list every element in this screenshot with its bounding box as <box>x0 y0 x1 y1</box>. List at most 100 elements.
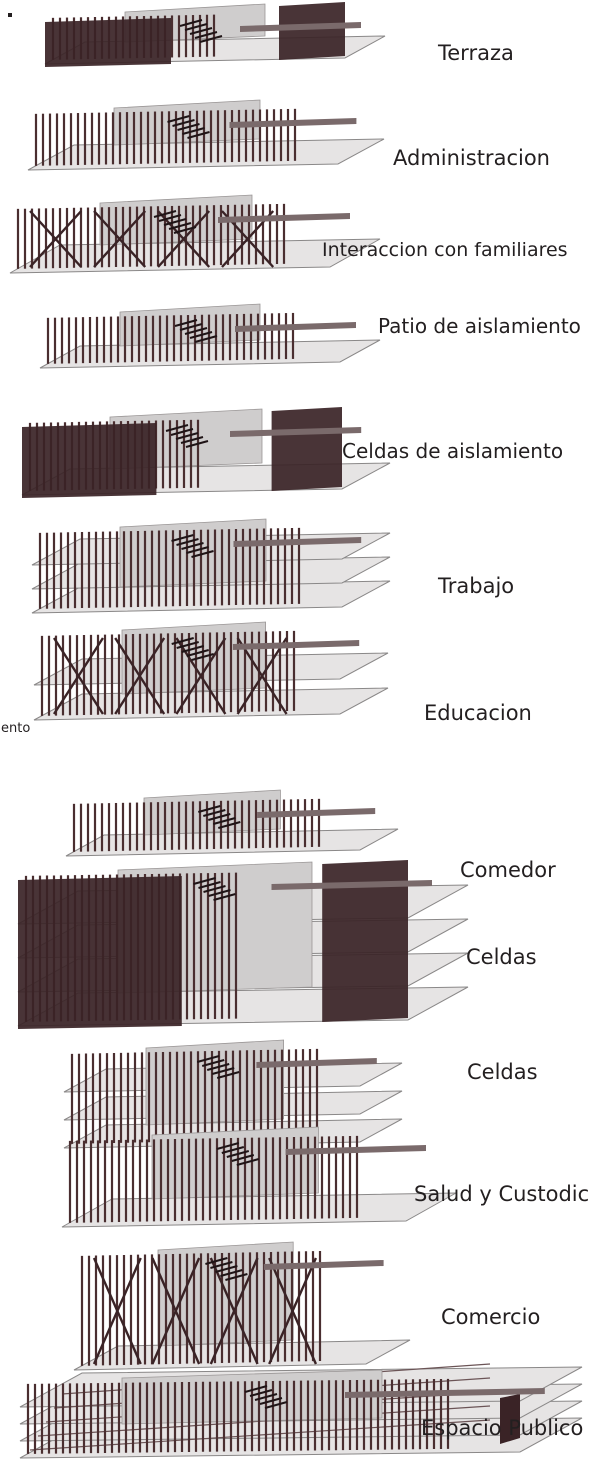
stair-flight <box>168 222 192 230</box>
stair-flight <box>184 327 208 335</box>
walkway <box>218 213 350 223</box>
floor-block-comercio <box>73 1241 411 1371</box>
stair-flight <box>201 1059 225 1067</box>
stair-flight <box>244 1385 268 1393</box>
diagonal-brace <box>236 637 288 715</box>
stair-flight <box>153 210 177 218</box>
stair-flight <box>170 428 194 436</box>
floor-label-comedor: Comedor <box>460 858 556 882</box>
back-panel <box>119 303 261 347</box>
stair-flight <box>175 432 199 440</box>
walkway <box>240 22 361 32</box>
stair-flight <box>191 653 214 661</box>
stair-flight <box>203 809 226 817</box>
diagonal-brace <box>114 637 166 715</box>
floor-block-celdas-1 <box>17 860 469 1029</box>
floor-label-celdas-2: Celdas <box>467 1060 538 1084</box>
walkway <box>345 1388 545 1398</box>
stair-flight <box>179 323 203 331</box>
stair-flight <box>185 440 209 448</box>
back-panel <box>151 1126 319 1200</box>
stair-flight <box>171 637 194 645</box>
stair-flight <box>165 424 189 432</box>
floor-slab <box>27 138 385 171</box>
stair-flight <box>167 115 190 123</box>
stair-flight <box>220 1269 243 1277</box>
retaining-wall <box>500 1394 520 1444</box>
floor-block-celdas-aislamiento <box>21 407 391 498</box>
stair-flight <box>176 641 199 649</box>
stair-flight <box>199 35 223 43</box>
diagonal-brace <box>92 1257 142 1365</box>
stair-flight <box>259 1397 283 1405</box>
floor-label-terraza: Terraza <box>438 41 514 65</box>
floor-block-administracion <box>27 99 385 171</box>
floor-block-trabajo <box>31 518 391 614</box>
stair-flight <box>173 226 197 234</box>
stair-flight <box>193 877 216 885</box>
stair-flight <box>187 131 210 139</box>
solid-facade-wall <box>18 876 182 1029</box>
stair-flight <box>194 335 218 343</box>
stair-flight <box>176 538 199 546</box>
walkway <box>256 1058 377 1068</box>
stair-flight <box>205 1257 228 1265</box>
diagonal-brace <box>157 210 211 268</box>
stair-flight <box>226 1150 250 1158</box>
floor-block-patio <box>39 303 381 369</box>
stair-flight <box>194 31 218 39</box>
stair-flight <box>180 436 204 444</box>
stair-flight <box>208 813 231 821</box>
diagonal-brace <box>93 210 147 268</box>
floor-label-celdas-1: Celdas <box>466 945 537 969</box>
solid-facade-wall <box>22 423 157 498</box>
floor-label-espacio-publico: Espacio Publico <box>421 1416 584 1440</box>
diagonal-brace <box>29 210 83 268</box>
stair-flight <box>163 218 187 226</box>
stair-flight <box>189 331 213 339</box>
floor-slab <box>31 580 391 614</box>
diagonal-brace <box>52 637 104 715</box>
floor-label-interaccion: Interaccion con familiares <box>322 239 568 261</box>
stair-flight <box>213 817 236 825</box>
stair-flight <box>249 1389 273 1397</box>
walkway <box>232 640 360 650</box>
stair-flight <box>198 805 221 813</box>
stair-flight <box>186 546 209 554</box>
floor-label-celdas-aislamiento: Celdas de aislamiento <box>342 439 564 463</box>
solid-facade-wall <box>45 18 171 67</box>
walkway <box>233 537 362 547</box>
floor-block-comedor <box>65 789 399 857</box>
walkway <box>230 427 362 437</box>
stair-flight <box>196 1055 220 1063</box>
floor-label-trabajo: Trabajo <box>438 574 515 598</box>
stair-flight <box>231 1154 255 1162</box>
stair-flight <box>158 214 182 222</box>
stair-flight <box>218 821 241 829</box>
solid-facade-wall <box>279 2 345 60</box>
stair-flight <box>264 1401 288 1409</box>
diagonal-brace <box>209 1257 259 1365</box>
diagonal-brace <box>268 1257 318 1365</box>
stair-flight <box>191 550 214 558</box>
stair-flight <box>210 1261 233 1269</box>
stair-flight <box>182 127 205 135</box>
floor-block-educacion <box>33 621 389 721</box>
stair-flight <box>211 1067 235 1075</box>
stair-flight <box>189 27 213 35</box>
floor-block-salud <box>61 1126 457 1228</box>
floor-label-patio: Patio de aislamiento <box>378 314 581 338</box>
diagonal-brace <box>151 1257 201 1365</box>
floor-label-salud: Salud y Custodic <box>414 1182 590 1206</box>
floor-block-terraza <box>44 2 386 67</box>
stair-flight <box>203 885 226 893</box>
back-panel <box>145 1039 285 1126</box>
stair-flight <box>254 1393 278 1401</box>
floor-label-comercio: Comercio <box>441 1305 541 1329</box>
cropped-side-label: ento <box>1 721 31 736</box>
stair-flight <box>206 1063 230 1071</box>
stair-flight <box>213 893 236 901</box>
floor-block-celdas-2 <box>63 1039 403 1149</box>
stair-flight <box>184 23 208 31</box>
